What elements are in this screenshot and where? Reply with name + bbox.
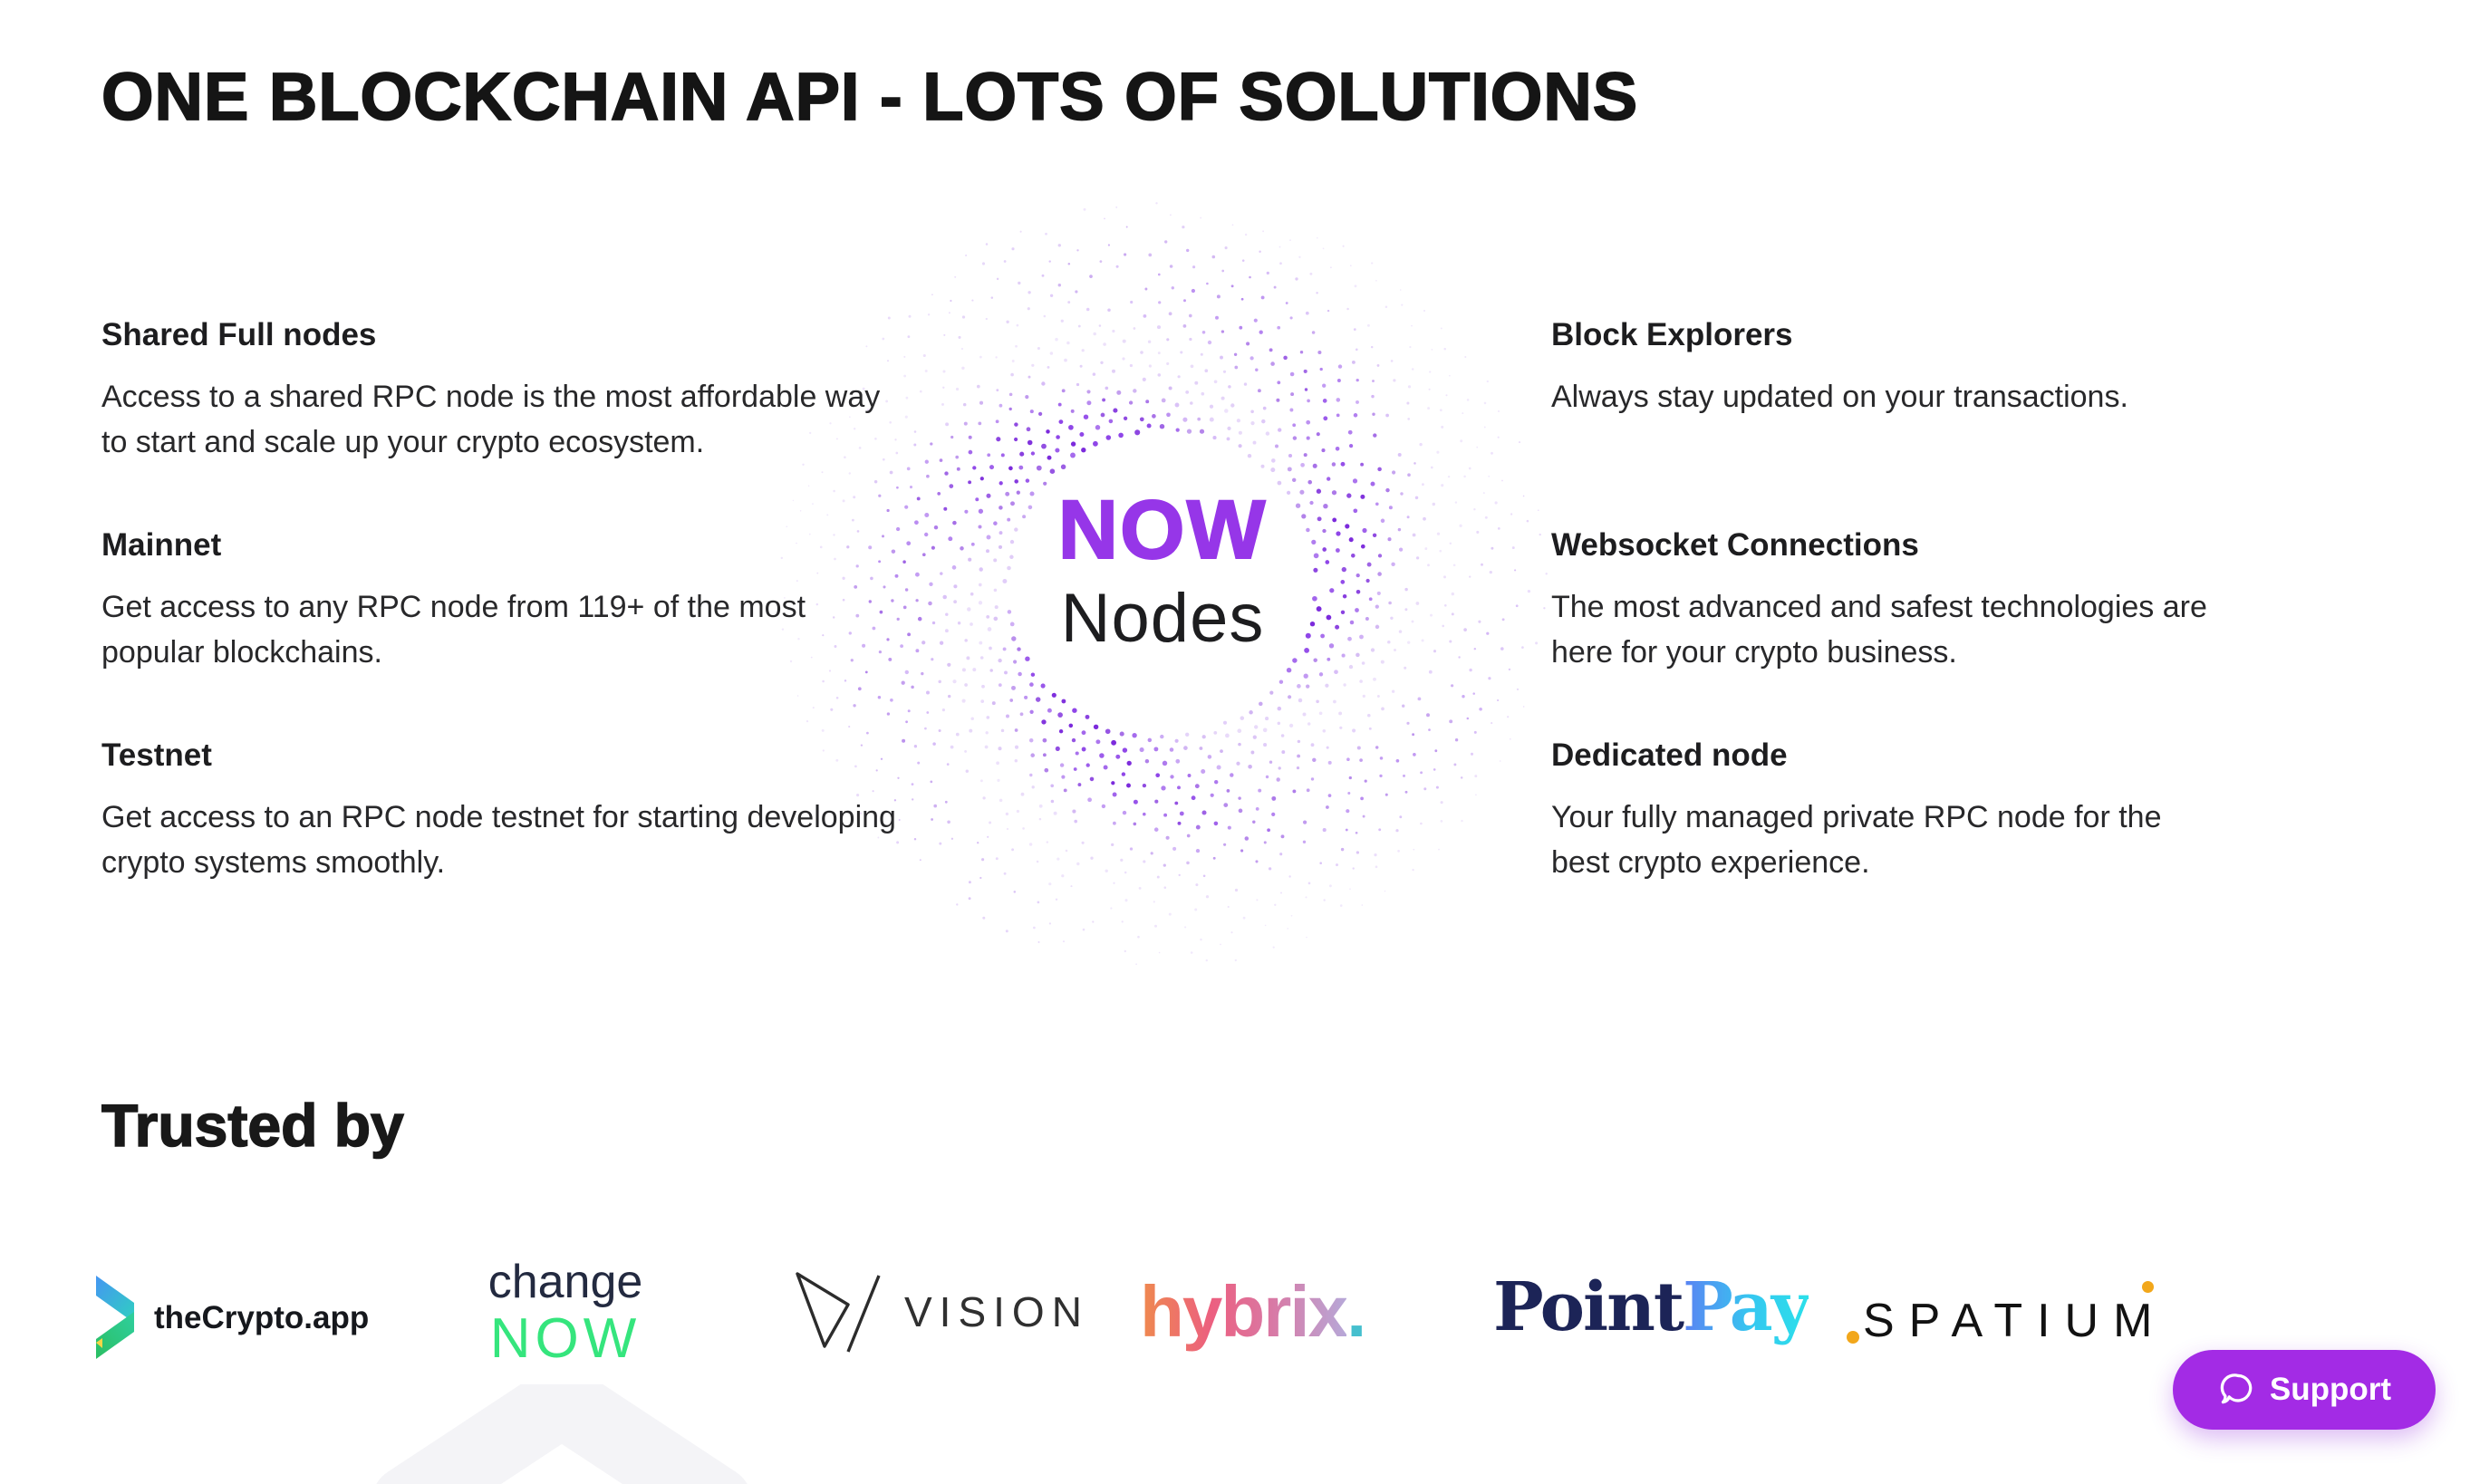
feature-description: Get access to an RPC node testnet for st… bbox=[101, 800, 896, 880]
spatium-orange-dot-left bbox=[1847, 1331, 1859, 1344]
partner-logo-spatium[interactable]: SPATIUM bbox=[1847, 1281, 2167, 1348]
trusted-by-heading: Trusted by bbox=[101, 1091, 404, 1160]
support-button-label: Support bbox=[2269, 1372, 2392, 1407]
hybrix-dot: . bbox=[1346, 1271, 1366, 1352]
partner-logo-pointpay[interactable]: PointPay bbox=[1493, 1268, 1810, 1346]
page-title: ONE BLOCKCHAIN API - LOTS OF SOLUTIONS bbox=[101, 58, 1639, 135]
pointpay-word-pay: Pay bbox=[1683, 1268, 1810, 1346]
partner-logo-thecrypto-app[interactable]: theCrypto.app bbox=[96, 1276, 369, 1361]
feature-title: Testnet bbox=[101, 737, 212, 773]
feature-description: Access to a shared RPC node is the most … bbox=[101, 380, 881, 459]
feature-shared-full-nodes: Shared Full nodes Access to a shared RPC… bbox=[101, 317, 899, 466]
feature-title: Block Explorers bbox=[1551, 317, 1793, 352]
support-button[interactable]: Support bbox=[2173, 1350, 2436, 1430]
spatium-label: SPATIUM bbox=[1863, 1295, 2167, 1347]
feature-title: Shared Full nodes bbox=[101, 317, 377, 352]
vision-icon bbox=[796, 1272, 881, 1353]
nownodes-logo-nodes: Nodes bbox=[1060, 580, 1265, 657]
pointpay-word-point: Point bbox=[1493, 1268, 1684, 1346]
nownodes-logo-now: NOW bbox=[1057, 484, 1268, 576]
changenow-word-now: NOW bbox=[489, 1306, 642, 1370]
feature-description: The most advanced and safest technologie… bbox=[1551, 590, 2207, 670]
spatium-orange-dot-top bbox=[2142, 1281, 2155, 1293]
feature-title: Websocket Connections bbox=[1551, 527, 1919, 563]
feature-dedicated-node: Dedicated node Your fully managed privat… bbox=[1551, 737, 2222, 886]
partner-logo-vision[interactable]: VISION bbox=[792, 1268, 1089, 1355]
feature-websocket-connections: Websocket Connections The most advanced … bbox=[1551, 527, 2222, 676]
partner-logo-hybrix[interactable]: hybrix. bbox=[1140, 1268, 1366, 1355]
feature-description: Get access to any RPC node from 119+ of … bbox=[101, 590, 806, 670]
feature-title: Dedicated node bbox=[1551, 737, 1788, 773]
vision-label: VISION bbox=[904, 1288, 1089, 1335]
feature-testnet: Testnet Get access to an RPC node testne… bbox=[101, 737, 899, 886]
thecrypto-app-icon bbox=[96, 1276, 134, 1359]
feature-mainnet: Mainnet Get access to any RPC node from … bbox=[101, 527, 899, 676]
scroll-chevron-decoration bbox=[376, 1384, 748, 1484]
chat-bubble-icon bbox=[2220, 1373, 2253, 1404]
changenow-word-change: change bbox=[487, 1256, 643, 1308]
feature-description: Always stay updated on your transactions… bbox=[1551, 380, 2128, 414]
feature-title: Mainnet bbox=[101, 527, 222, 563]
feature-block-explorers: Block Explorers Always stay updated on y… bbox=[1551, 317, 2222, 420]
feature-description: Your fully managed private RPC node for … bbox=[1551, 800, 2162, 880]
partner-logo-changenow[interactable]: change NOW bbox=[475, 1258, 656, 1367]
thecrypto-app-label: theCrypto.app bbox=[154, 1300, 370, 1335]
hybrix-label: hybrix bbox=[1140, 1271, 1348, 1352]
